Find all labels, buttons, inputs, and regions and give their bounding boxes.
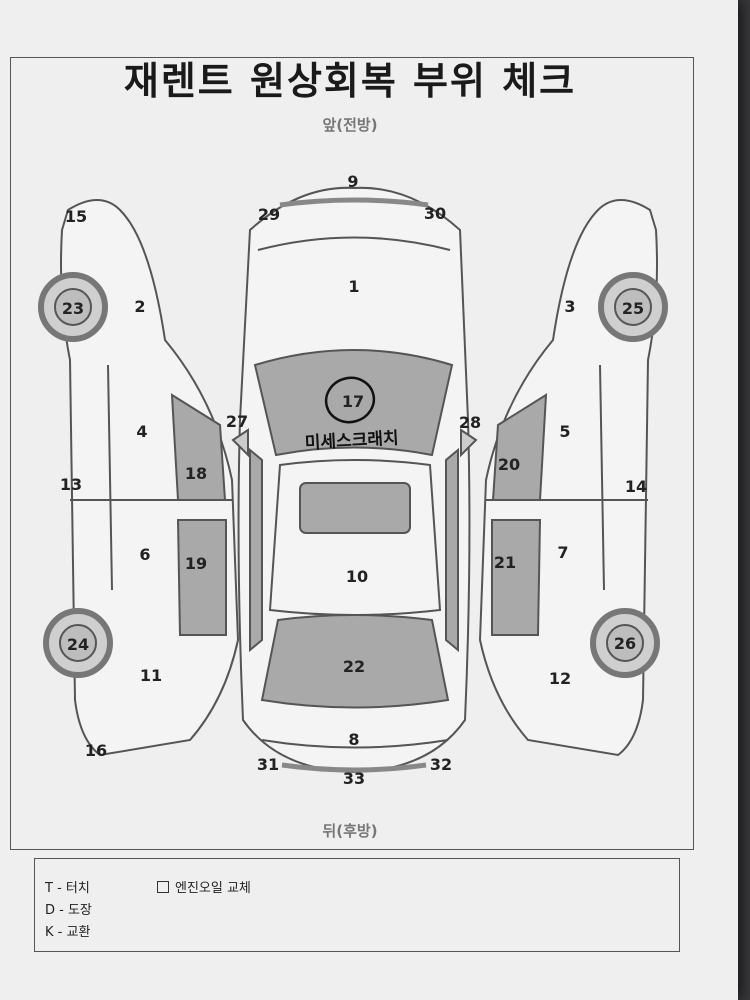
part-21[interactable]: 21 <box>494 553 516 572</box>
handwritten-note: 미세스크래치 <box>304 429 399 454</box>
mirror-right <box>460 428 478 458</box>
part-20[interactable]: 20 <box>498 455 520 474</box>
roof-outline <box>268 459 442 616</box>
legend-box: T - 터치 D - 도장 K - 교환 엔진오일 교체 <box>34 858 680 952</box>
part-24[interactable]: 24 <box>67 635 89 654</box>
part-25[interactable]: 25 <box>622 299 644 318</box>
part-23[interactable]: 23 <box>62 299 84 318</box>
hood-line <box>257 236 451 251</box>
part-15[interactable]: 15 <box>65 207 87 226</box>
engine-oil-label: 엔진오일 교체 <box>175 881 251 896</box>
left-rear-glass <box>176 519 227 636</box>
part-31[interactable]: 31 <box>257 755 279 774</box>
legend-touch: T - 터치 <box>45 881 90 896</box>
part-18[interactable]: 18 <box>185 464 207 483</box>
right-front-glass <box>491 393 548 501</box>
handwritten-circle <box>324 376 376 424</box>
part-13[interactable]: 13 <box>60 475 82 494</box>
side-glass-left <box>249 447 263 653</box>
rear-window <box>260 614 450 709</box>
part-28[interactable]: 28 <box>459 413 481 432</box>
front-direction-label: 앞(전방) <box>322 116 378 134</box>
part-5[interactable]: 5 <box>559 422 570 441</box>
legend-replace: K - 교환 <box>45 925 91 940</box>
part-16[interactable]: 16 <box>85 741 107 760</box>
part-9[interactable]: 9 <box>347 172 358 191</box>
side-glass-right <box>445 447 459 653</box>
rear-bumper <box>281 762 427 773</box>
part-2[interactable]: 2 <box>134 297 145 316</box>
windshield <box>253 349 454 457</box>
engine-oil-check[interactable]: 엔진오일 교체 <box>157 877 251 896</box>
page-title: 재렌트 원상회복 부위 체크 <box>123 59 577 103</box>
part-1[interactable]: 1 <box>348 277 359 296</box>
part-12[interactable]: 12 <box>549 669 571 688</box>
part-17[interactable]: 17 <box>342 392 364 411</box>
part-33[interactable]: 33 <box>343 769 365 788</box>
legend-paint: D - 도장 <box>45 903 92 918</box>
sunroof <box>299 482 411 534</box>
trunk-line <box>261 739 449 749</box>
right-door-line <box>599 364 605 591</box>
rear-direction-label: 뒤(후방) <box>322 822 378 840</box>
right-rear-glass <box>491 519 542 636</box>
part-3[interactable]: 3 <box>564 297 575 316</box>
checkbox-icon[interactable] <box>157 881 169 893</box>
left-front-glass <box>170 393 227 501</box>
part-7[interactable]: 7 <box>557 543 568 562</box>
part-10[interactable]: 10 <box>346 567 368 586</box>
left-door-line <box>107 364 113 591</box>
part-8[interactable]: 8 <box>348 730 359 749</box>
part-26[interactable]: 26 <box>614 634 636 653</box>
part-32[interactable]: 32 <box>430 755 452 774</box>
part-6[interactable]: 6 <box>139 545 150 564</box>
part-19[interactable]: 19 <box>185 554 207 573</box>
front-bumper <box>279 197 429 208</box>
diagram-frame <box>10 57 694 850</box>
part-27[interactable]: 27 <box>226 412 248 431</box>
part-30[interactable]: 30 <box>424 204 446 223</box>
part-4[interactable]: 4 <box>136 422 147 441</box>
part-29[interactable]: 29 <box>258 205 280 224</box>
mirror-left <box>231 428 249 458</box>
part-14[interactable]: 14 <box>625 477 647 496</box>
part-22[interactable]: 22 <box>343 657 365 676</box>
part-11[interactable]: 11 <box>140 666 162 685</box>
